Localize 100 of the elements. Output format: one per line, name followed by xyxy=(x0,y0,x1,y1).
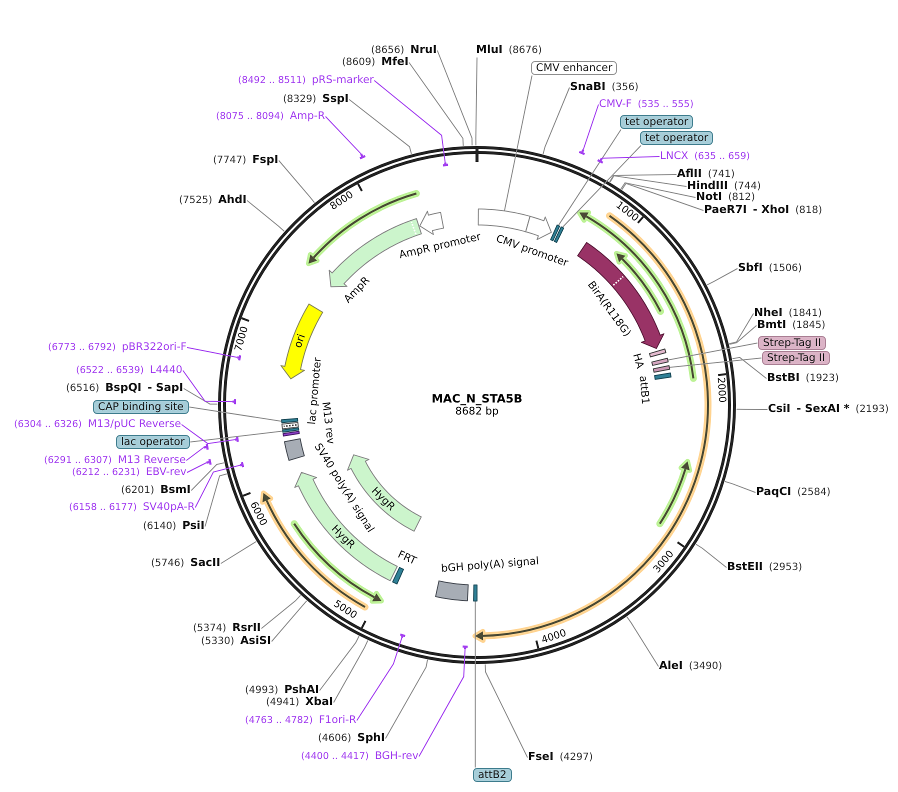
primer-position: (535 .. 555) xyxy=(638,99,694,111)
feature-label: ori xyxy=(292,332,308,350)
primer-position: (4400 .. 4417) xyxy=(301,751,369,763)
enzyme-name: - XhoI xyxy=(752,204,790,216)
feature-mark xyxy=(647,347,668,359)
feature-tag: attB2 xyxy=(473,768,512,782)
site-position: (4297) xyxy=(560,752,593,764)
scale-number: 6000 xyxy=(248,500,270,528)
site-position: (8609) xyxy=(342,57,376,69)
primer-position: (635 .. 659) xyxy=(694,151,750,163)
site-position: (5330) xyxy=(201,636,234,648)
leader-line xyxy=(601,156,660,159)
site-position: (1506) xyxy=(768,263,802,275)
leader-line xyxy=(260,594,302,629)
primer-name: Amp-R xyxy=(290,110,326,122)
enzyme-name: XbaI xyxy=(305,696,334,708)
leader-line xyxy=(558,129,622,226)
leader-line xyxy=(190,462,225,491)
site-position: (5374) xyxy=(193,623,226,635)
feature-mark xyxy=(549,223,562,243)
enzyme-name: HindIII xyxy=(687,180,728,192)
site-position: (6140) xyxy=(143,521,176,533)
enzyme-name: AhdI xyxy=(218,194,247,206)
feature-tag: tet operator xyxy=(620,115,694,129)
feature-mark xyxy=(472,583,479,603)
leader-line xyxy=(408,62,464,146)
leader-line xyxy=(246,200,285,232)
enzyme-name: CsiI xyxy=(768,403,790,415)
leader-line xyxy=(732,356,767,379)
leader-line xyxy=(333,640,368,703)
enzyme-name: BmtI xyxy=(757,319,786,331)
enzyme-name: SnaBI xyxy=(570,81,606,93)
feature-mark xyxy=(280,416,300,425)
feature-label: lac promoter xyxy=(306,356,324,425)
site-position: (3490) xyxy=(688,661,722,673)
enzyme-name: PsiI xyxy=(182,520,205,532)
primer-name: SV40pA-R xyxy=(142,501,195,513)
feature-label: bGH poly(A) signal xyxy=(440,554,539,574)
primer-position: (6304 .. 6326) xyxy=(14,419,82,431)
site-position: (6201) xyxy=(121,485,154,497)
leader-line xyxy=(620,182,696,198)
leader-line xyxy=(278,160,315,204)
primer-mark xyxy=(578,148,586,155)
site-position: (5746) xyxy=(151,558,184,570)
enzyme-name: BspQI xyxy=(105,382,142,394)
feature-block xyxy=(476,207,532,234)
site-position: (4941) xyxy=(266,697,300,709)
primer-name: LNCX xyxy=(660,150,688,162)
feature-mark xyxy=(391,565,406,586)
feature-tag: lac operator xyxy=(116,435,190,449)
leader-line xyxy=(474,600,476,768)
leader-line xyxy=(182,370,234,402)
primer-mark xyxy=(205,458,212,466)
enzyme-name: SbfI xyxy=(738,262,763,274)
site-position: (818) xyxy=(795,205,822,217)
enzyme-name: PaeR7I xyxy=(704,204,747,216)
site-position: (741) xyxy=(708,169,735,180)
enzyme-name: MfeI xyxy=(381,56,409,68)
enzyme-name: BstEII xyxy=(727,561,763,573)
leader-line xyxy=(374,80,446,164)
leader-line xyxy=(188,406,282,422)
primer-position: (6522 .. 6539) xyxy=(76,365,144,377)
primer-name: L4440 xyxy=(150,364,182,376)
enzyme-name: AleI xyxy=(659,660,683,672)
site-position: (4606) xyxy=(318,733,352,745)
enzyme-name: FseI xyxy=(528,751,554,763)
leader-line xyxy=(190,430,283,442)
leader-line xyxy=(194,464,241,508)
leader-line xyxy=(319,636,360,691)
leader-line xyxy=(356,637,402,721)
feature-label: FRT xyxy=(396,548,418,568)
feature-tag: CMV enhancer xyxy=(531,61,618,75)
primer-mark xyxy=(461,645,469,651)
site-position: (2953) xyxy=(768,562,802,574)
site-position: (8329) xyxy=(283,94,316,106)
enzyme-name: PaqCI xyxy=(756,486,792,498)
feature-mark xyxy=(650,356,670,367)
feature-label: attB1 xyxy=(637,376,652,406)
primer-position: (6291 .. 6307) xyxy=(44,455,112,467)
primer-mark xyxy=(442,161,449,167)
site-position: (2584) xyxy=(797,487,830,499)
leader-line xyxy=(385,659,428,739)
feature-label: HA xyxy=(630,352,646,370)
leader-line xyxy=(695,544,727,568)
leader-line xyxy=(186,462,208,473)
enzyme-name: MluI xyxy=(476,44,503,56)
primer-mark xyxy=(596,157,604,164)
feature-arc xyxy=(576,241,666,350)
feature-tag: Strep-Tag II xyxy=(758,336,826,350)
enzyme-name: AsiSI xyxy=(240,635,272,647)
leader-line xyxy=(348,99,412,154)
site-position: (2193) xyxy=(856,404,889,416)
leader-line xyxy=(582,104,599,150)
enzyme-name: - SapI xyxy=(148,382,184,394)
leader-line xyxy=(724,480,756,493)
leader-line xyxy=(475,57,478,146)
leader-line xyxy=(621,182,704,211)
primer-position: (6212 .. 6231) xyxy=(72,467,140,479)
scale-number: 4000 xyxy=(540,627,568,646)
feature-arc xyxy=(524,214,553,242)
